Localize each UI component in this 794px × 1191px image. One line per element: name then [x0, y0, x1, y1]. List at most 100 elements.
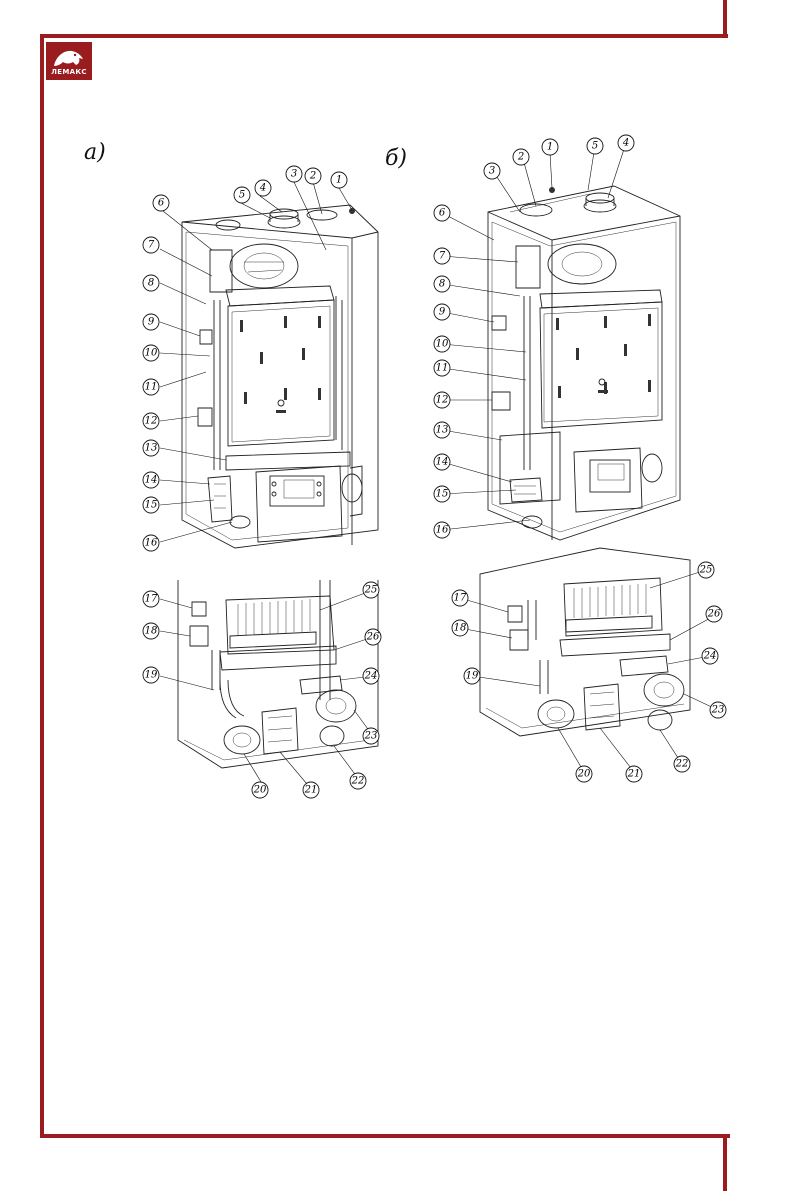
svg-text:14: 14 — [145, 475, 158, 486]
callout-a-18: 18 — [142, 622, 160, 640]
svg-text:15: 15 — [145, 500, 158, 511]
svg-text:18: 18 — [454, 623, 467, 634]
svg-text:8: 8 — [148, 278, 154, 289]
svg-text:12: 12 — [436, 395, 449, 406]
brand-logo-mark — [46, 42, 92, 80]
svg-text:19: 19 — [466, 671, 479, 682]
svg-text:14: 14 — [436, 457, 449, 468]
svg-text:23: 23 — [711, 705, 725, 716]
svg-text:7: 7 — [439, 251, 446, 262]
svg-text:8: 8 — [439, 279, 445, 290]
svg-text:17: 17 — [145, 594, 158, 605]
callout-a-12: 12 — [142, 412, 160, 430]
callout-a-21: 21 — [302, 781, 320, 799]
brand-logo — [46, 42, 92, 80]
svg-text:12: 12 — [145, 416, 158, 427]
callout-b-24: 24 — [701, 647, 719, 665]
svg-text:16: 16 — [145, 538, 158, 549]
svg-text:1: 1 — [547, 142, 553, 153]
svg-text:16: 16 — [436, 525, 449, 536]
svg-text:10: 10 — [436, 339, 449, 350]
callout-b-3: 3 — [483, 162, 501, 180]
callout-b-8: 8 — [433, 275, 451, 293]
callout-b-7: 7 — [433, 247, 451, 265]
callout-a-20: 20 — [251, 781, 269, 799]
svg-text:24: 24 — [703, 651, 717, 662]
callout-b-9: 9 — [433, 303, 451, 321]
callout-b-16: 16 — [433, 521, 451, 539]
page-frame-top-tab — [723, 0, 727, 38]
callout-b-17: 17 — [451, 589, 469, 607]
callout-b-26: 26 — [705, 605, 723, 623]
svg-text:18: 18 — [145, 626, 158, 637]
page-frame-left — [40, 34, 44, 1138]
callout-a-2: 2 — [304, 167, 322, 185]
callout-a-13: 13 — [142, 439, 160, 457]
svg-text:19: 19 — [145, 670, 158, 681]
callout-a-10: 10 — [142, 344, 160, 362]
svg-text:21: 21 — [304, 785, 318, 796]
figure-b-boiler-upper — [487, 185, 681, 541]
callout-a-22: 22 — [349, 772, 367, 790]
callout-b-5: 5 — [586, 137, 604, 155]
svg-text:11: 11 — [436, 363, 449, 374]
brand-name: ЛЕМАКС — [51, 68, 87, 76]
svg-text:1: 1 — [336, 175, 342, 186]
svg-text:26: 26 — [366, 632, 380, 643]
callout-a-15: 15 — [142, 496, 160, 514]
svg-text:2: 2 — [517, 152, 524, 163]
callout-a-16: 16 — [142, 534, 160, 552]
page-frame-bottom-tab — [723, 1134, 727, 1191]
svg-text:20: 20 — [253, 785, 267, 796]
svg-text:11: 11 — [145, 382, 158, 393]
figure-a-callouts: 1 2 3 4 5 6 7 8 9 10 11 12 13 14 15 16 1… — [142, 165, 382, 799]
svg-text:10: 10 — [145, 348, 158, 359]
callout-b-21: 21 — [625, 765, 643, 783]
svg-text:7: 7 — [148, 240, 155, 251]
page-frame-top — [40, 34, 728, 38]
callout-a-3: 3 — [285, 165, 303, 183]
callout-a-9: 9 — [142, 313, 160, 331]
callout-b-22: 22 — [673, 755, 691, 773]
callout-b-15: 15 — [433, 485, 451, 503]
callout-a-1: 1 — [330, 171, 348, 189]
svg-text:9: 9 — [148, 317, 155, 328]
svg-text:17: 17 — [454, 593, 467, 604]
callout-b-1: 1 — [541, 138, 559, 156]
svg-text:3: 3 — [489, 166, 495, 177]
callout-a-19: 19 — [142, 666, 160, 684]
callout-a-26: 26 — [364, 628, 382, 646]
svg-text:2: 2 — [309, 171, 316, 182]
callout-a-14: 14 — [142, 471, 160, 489]
callout-b-18: 18 — [451, 619, 469, 637]
callout-a-17: 17 — [142, 590, 160, 608]
callout-b-14: 14 — [433, 453, 451, 471]
svg-text:22: 22 — [675, 759, 689, 770]
svg-text:25: 25 — [699, 565, 713, 576]
svg-text:24: 24 — [364, 671, 378, 682]
svg-text:20: 20 — [577, 769, 591, 780]
callout-a-6: 6 — [152, 194, 170, 212]
svg-text:3: 3 — [291, 169, 297, 180]
svg-text:4: 4 — [622, 138, 629, 149]
callout-a-25: 25 — [362, 581, 380, 599]
callout-b-10: 10 — [433, 335, 451, 353]
svg-text:26: 26 — [707, 609, 721, 620]
callout-b-6: 6 — [433, 204, 451, 222]
svg-text:25: 25 — [364, 585, 378, 596]
svg-text:22: 22 — [351, 776, 365, 787]
svg-text:4: 4 — [259, 183, 266, 194]
callout-b-11: 11 — [433, 359, 451, 377]
svg-text:6: 6 — [439, 208, 446, 219]
figure-a-boiler-lower — [177, 580, 379, 769]
callout-b-23: 23 — [709, 701, 727, 719]
figure-b-boiler-lower — [479, 547, 691, 737]
figure-b-label: б) — [385, 146, 408, 171]
callout-a-11: 11 — [142, 378, 160, 396]
callout-a-8: 8 — [142, 274, 160, 292]
figure-b-callouts: 1 2 3 4 5 6 7 8 9 10 11 12 13 14 15 16 1… — [433, 134, 727, 783]
callout-b-2: 2 — [512, 148, 530, 166]
svg-text:23: 23 — [364, 731, 378, 742]
figure-a-label: а) — [84, 140, 106, 165]
